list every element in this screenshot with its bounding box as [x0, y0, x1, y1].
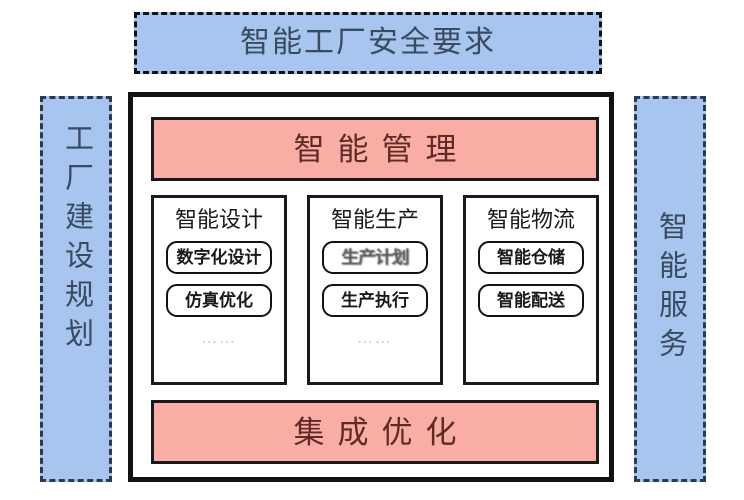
- intelligent-management-label: 智能管理: [293, 131, 470, 167]
- pillar-item-simulation-optimization: 仿真优化: [166, 284, 272, 318]
- intelligent-management-layer: 智能管理: [151, 117, 599, 181]
- pillar-more-indicator: ……: [357, 330, 393, 348]
- pillar-item-intelligent-warehousing: 智能仓储: [478, 241, 584, 275]
- safety-requirements-banner: 智能工厂安全要求: [134, 12, 602, 74]
- core-frame-inner: 智能管理 智能设计 数字化设计 仿真优化 …… 智能生产: [133, 97, 609, 477]
- pillar-title: 智能物流: [486, 207, 575, 232]
- pillar-item-label: 生产计划: [341, 248, 409, 268]
- pillar-more-indicator: ……: [201, 330, 237, 348]
- pillar-intelligent-logistics: 智能物流 智能仓储 智能配送: [463, 195, 599, 385]
- pillar-group: 智能设计 数字化设计 仿真优化 …… 智能生产 生产计划 生产执行: [151, 195, 599, 385]
- left-rail-factory-construction-planning: 工厂建设规划: [40, 96, 112, 482]
- smart-factory-core-frame: 智能管理 智能设计 数字化设计 仿真优化 …… 智能生产: [128, 92, 614, 482]
- integration-optimization-layer: 集成优化: [151, 400, 599, 464]
- pillar-item-label: 智能配送: [497, 291, 565, 311]
- integration-optimization-label: 集成优化: [293, 414, 470, 450]
- pillar-title: 智能生产: [330, 207, 419, 232]
- pillar-item-production-planning: 生产计划: [322, 241, 428, 275]
- pillar-item-digital-design: 数字化设计: [166, 241, 272, 275]
- pillar-intelligent-design: 智能设计 数字化设计 仿真优化 ……: [151, 195, 287, 385]
- pillar-item-label: 仿真优化: [185, 291, 253, 311]
- right-rail-label: 智能服务: [654, 211, 687, 367]
- pillar-item-label: 生产执行: [341, 291, 409, 311]
- right-rail-intelligent-service: 智能服务: [634, 96, 706, 482]
- pillar-item-intelligent-distribution: 智能配送: [478, 284, 584, 318]
- pillar-intelligent-production: 智能生产 生产计划 生产执行 ……: [307, 195, 443, 385]
- pillar-item-label: 智能仓储: [497, 248, 565, 268]
- left-rail-label: 工厂建设规划: [60, 123, 93, 357]
- pillar-title: 智能设计: [174, 207, 263, 232]
- pillar-item-label: 数字化设计: [176, 248, 262, 268]
- safety-requirements-banner-label: 智能工厂安全要求: [240, 26, 496, 59]
- pillar-item-production-execution: 生产执行: [322, 284, 428, 318]
